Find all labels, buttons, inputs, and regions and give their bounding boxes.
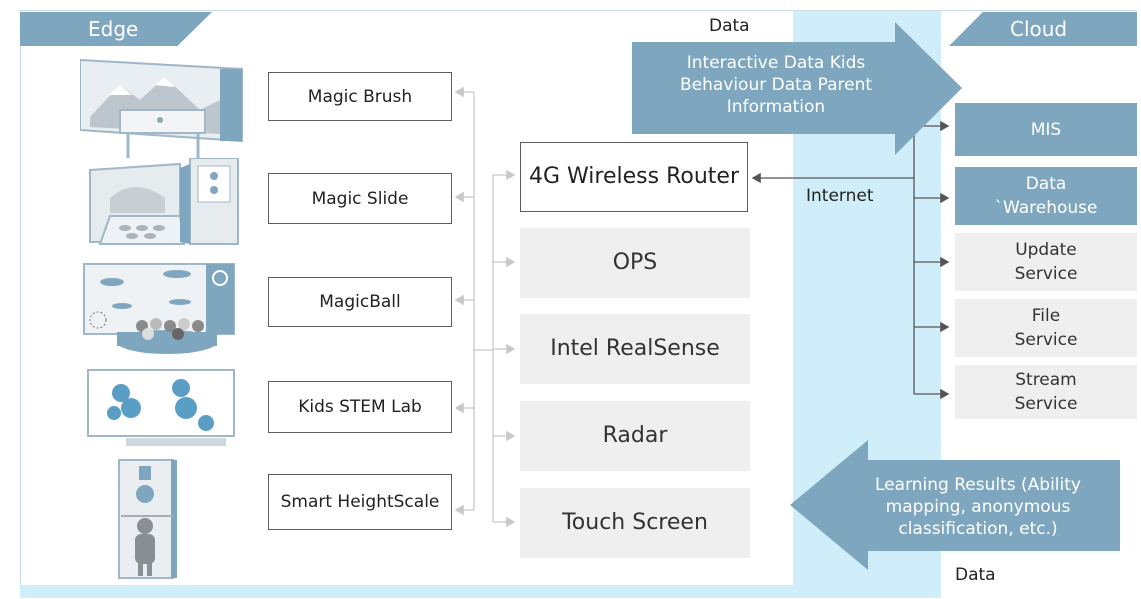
upload-arrow — [632, 22, 962, 155]
magicball-illustration — [83, 263, 235, 354]
bottom-band — [20, 585, 1137, 598]
upload-banner-text: Interactive Data Kids Behaviour Data Par… — [679, 53, 873, 117]
service-update: Update Service — [955, 233, 1137, 291]
service-data-warehouse: Data `Warehouse — [955, 167, 1137, 225]
service-file: File Service — [955, 299, 1137, 357]
component-intel-realsense: Intel RealSense — [520, 314, 750, 384]
device-magic-brush: Magic Brush — [268, 72, 452, 121]
magic-slide-illustration — [89, 158, 239, 245]
service-mis: MIS — [955, 103, 1137, 156]
device-magicball: MagicBall — [268, 277, 452, 327]
kids-stem-lab-illustration — [87, 369, 235, 446]
cloud-header: Cloud — [949, 12, 1137, 46]
service-stream: Stream Service — [955, 365, 1137, 419]
internet-label: Internet — [806, 186, 874, 206]
download-arrow — [790, 440, 1120, 570]
download-banner-text: Learning Results (Ability mapping, anony… — [875, 475, 1081, 539]
edge-header-label: Edge — [88, 17, 139, 41]
device-kids-stem-lab: Kids STEM Lab — [268, 381, 452, 433]
component-touch-screen: Touch Screen — [520, 488, 750, 558]
edge-header: Edge — [20, 12, 212, 46]
data-top-label: Data — [709, 16, 750, 36]
data-bottom-label: Data — [955, 565, 996, 585]
component-ops: OPS — [520, 228, 750, 298]
component-radar: Radar — [520, 401, 750, 471]
smart-heightscale-illustration — [118, 459, 177, 579]
magic-brush-illustration — [80, 58, 243, 158]
cloud-header-label: Cloud — [1010, 17, 1068, 41]
device-smart-heightscale: Smart HeightScale — [268, 474, 452, 530]
device-magic-slide: Magic Slide — [268, 173, 452, 224]
router-box: 4G Wireless Router — [520, 142, 748, 212]
